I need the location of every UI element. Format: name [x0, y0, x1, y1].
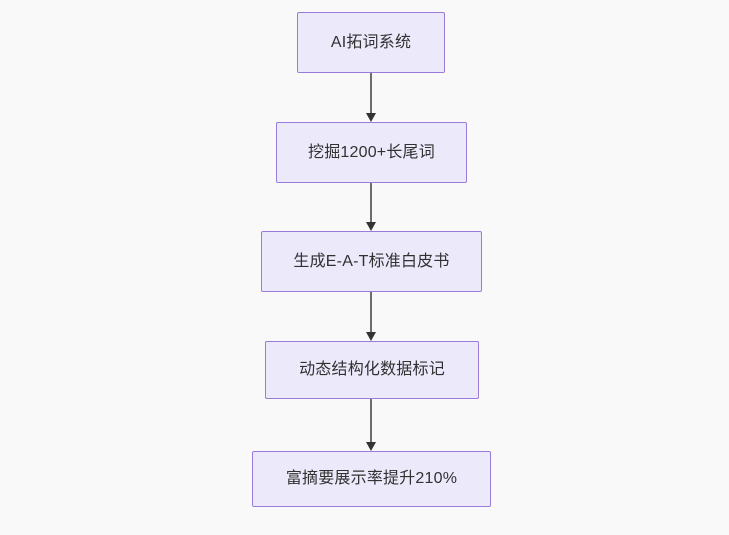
node-label: 富摘要展示率提升210%: [285, 470, 458, 487]
edge-line: [370, 399, 373, 442]
edge-line: [370, 73, 373, 113]
flowchart-node-generate-eat-whitepaper[interactable]: 生成E-A-T标准白皮书: [261, 231, 482, 292]
arrowhead-icon: [365, 332, 376, 341]
node-label: 动态结构化数据标记: [299, 361, 445, 378]
arrowhead-icon: [365, 222, 376, 231]
node-label: 生成E-A-T标准白皮书: [293, 252, 450, 270]
flowchart-node-ai-keyword-system[interactable]: AI拓词系统: [297, 12, 445, 73]
node-label: 挖掘1200+长尾词: [308, 143, 435, 161]
node-label: AI拓词系统: [330, 33, 412, 51]
arrowhead-icon: [365, 442, 376, 451]
flowchart-node-mine-longtail-keywords[interactable]: 挖掘1200+长尾词: [276, 122, 467, 183]
edge-line: [370, 183, 373, 222]
arrowhead-icon: [365, 113, 376, 122]
flowchart-node-rich-snippet-rate-increase[interactable]: 富摘要展示率提升210%: [252, 451, 491, 507]
edge-line: [370, 292, 373, 332]
flowchart-node-dynamic-structured-data-markup[interactable]: 动态结构化数据标记: [265, 341, 479, 399]
